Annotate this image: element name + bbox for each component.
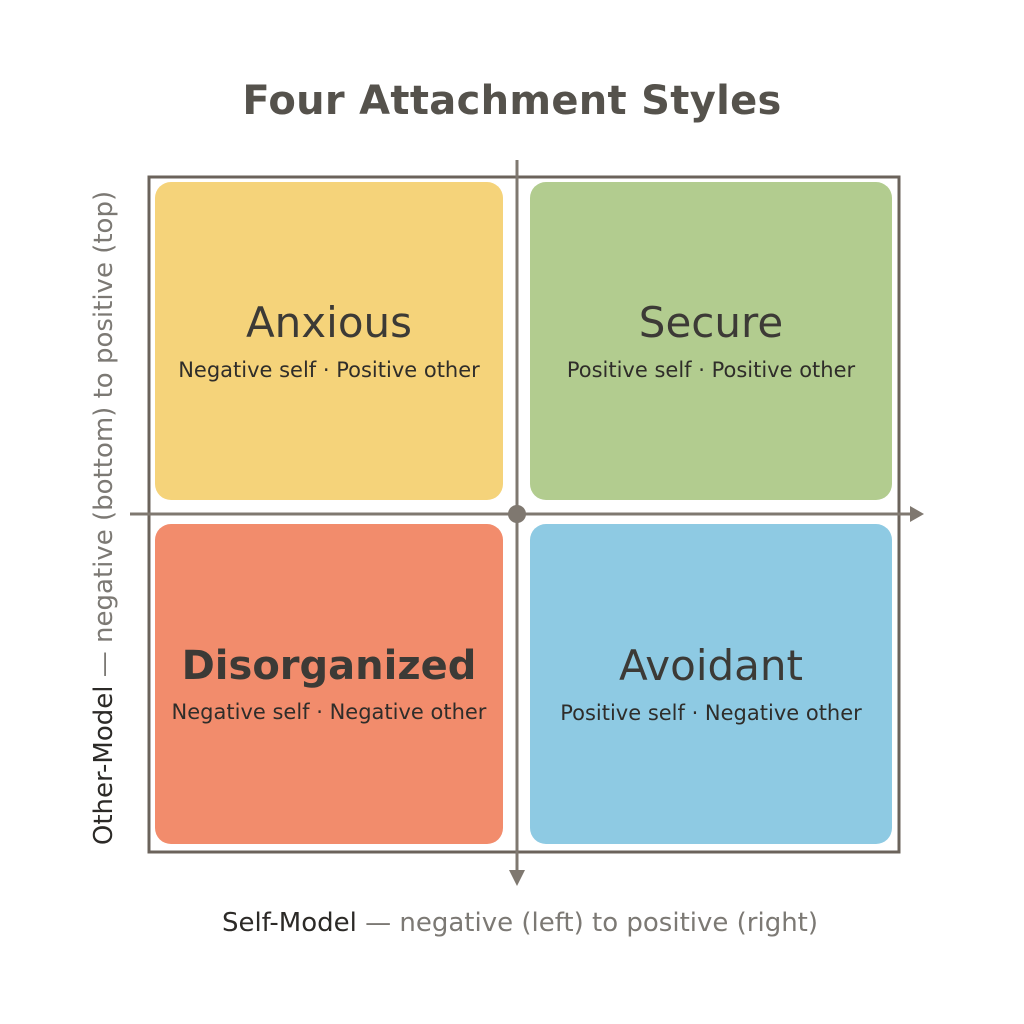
quadrant-name: Secure: [638, 297, 784, 347]
quadrant-description: Positive self · Positive other: [566, 358, 856, 383]
quadrant-name: Anxious: [245, 297, 413, 347]
x-axis-range: — negative (left) to positive (right): [365, 908, 819, 938]
quadrant-description: Positive self · Negative other: [560, 701, 862, 726]
quadrant-secure: Secure Positive self · Positive other: [530, 182, 892, 500]
y-axis-arrow: [509, 870, 525, 886]
quadrant-description: Negative self · Negative other: [171, 700, 487, 724]
quadrant-name: Avoidant: [619, 640, 803, 690]
y-axis-range: — negative (bottom) to positive (top): [89, 190, 119, 678]
x-axis-label: Self-Model — negative (left) to positive…: [0, 908, 1024, 938]
quadrant-description: Negative self · Positive other: [178, 358, 480, 383]
y-axis-label: Other-Model — negative (bottom) to posit…: [89, 191, 119, 845]
y-axis-name: Other-Model: [89, 685, 119, 846]
x-axis-name: Self-Model: [221, 908, 357, 938]
x-axis-arrow: [910, 506, 924, 522]
quadrant-anxious: Anxious Negative self · Positive other: [155, 182, 503, 500]
quadrant-disorganized: Disorganized Negative self · Negative ot…: [155, 524, 503, 844]
diagram-title: Four Attachment Styles: [242, 78, 782, 124]
quadrant-avoidant: Avoidant Positive self · Negative other: [530, 524, 892, 844]
origin-dot: [508, 505, 526, 523]
quadrant-name: Disorganized: [181, 643, 477, 689]
